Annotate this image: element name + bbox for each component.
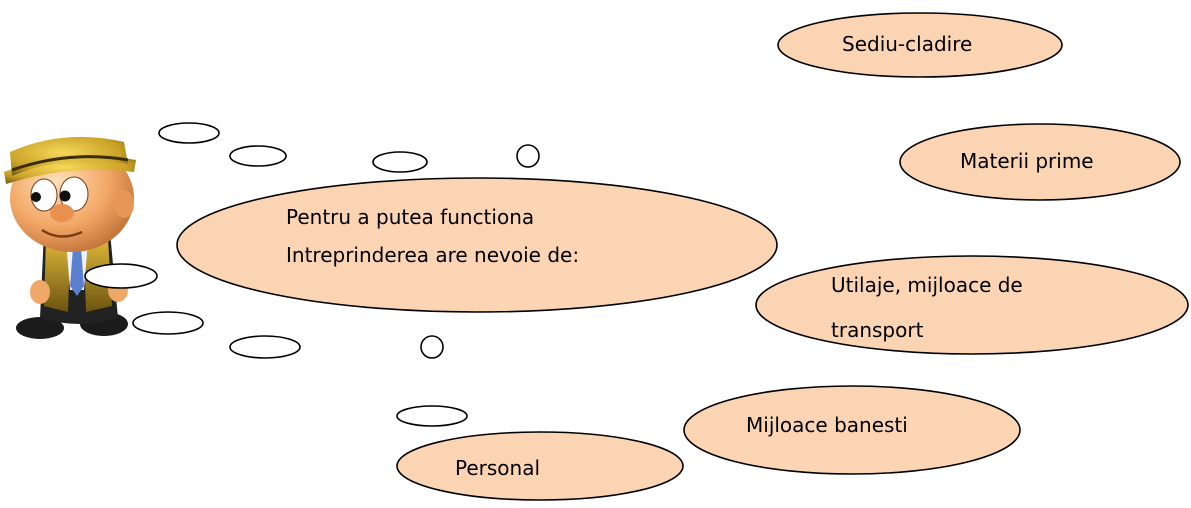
tie: [70, 248, 84, 296]
thought-bubble: [158, 122, 220, 144]
label-utilaje-line2: transport: [831, 318, 924, 342]
thought-bubble: [516, 144, 540, 168]
label-utilaje-line1: Utilaje, mijloace de: [831, 273, 1023, 297]
main-bubble-line1: Pentru a putea functiona: [286, 205, 535, 229]
label-materii-prime: Materii prime: [960, 149, 1094, 173]
thought-bubble: [229, 145, 287, 167]
main-bubble: [176, 177, 778, 313]
hand-left: [30, 280, 50, 304]
thought-bubble: [396, 405, 468, 427]
thought-bubble: [132, 311, 204, 335]
cartoon-man-icon: [4, 136, 136, 339]
vest-left: [44, 238, 70, 312]
bubble-mijloace-banesti: [683, 385, 1021, 475]
pupil-left: [31, 192, 41, 202]
thought-bubble: [420, 335, 444, 359]
thought-bubble: [84, 263, 158, 289]
nose: [50, 204, 74, 222]
shoe-left: [16, 317, 64, 339]
bubble-utilaje: [755, 255, 1189, 355]
mouth: [41, 228, 83, 238]
thought-bubble: [372, 151, 428, 173]
thought-bubble: [229, 335, 301, 359]
label-mijloace-banesti: Mijloace banesti: [746, 413, 908, 437]
bubble-personal: [396, 431, 684, 501]
main-bubble-line2: Intreprinderea are nevoie de:: [286, 243, 580, 267]
bubble-materii-prime: [899, 123, 1181, 201]
bubble-sediu-cladire: [777, 12, 1063, 78]
label-personal: Personal: [455, 456, 541, 480]
label-sediu-cladire: Sediu-cladire: [842, 32, 973, 56]
hat-band: [11, 155, 129, 172]
eye-left-white: [30, 178, 58, 212]
ear: [114, 190, 134, 218]
pupil-right: [59, 190, 71, 202]
thought-bubbles: [84, 122, 540, 427]
